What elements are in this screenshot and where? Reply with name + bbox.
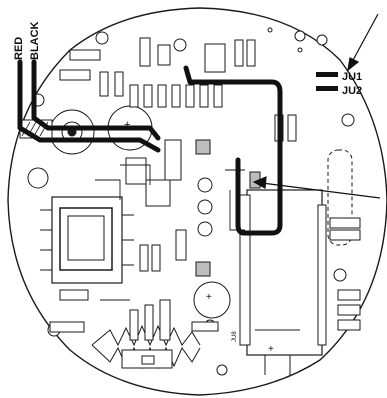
svg-text:+: + bbox=[206, 292, 212, 303]
wire-label-red: RED bbox=[13, 37, 25, 60]
large-capacitor: + bbox=[239, 189, 327, 375]
jumper-label-ju2: JU2 bbox=[342, 85, 362, 97]
wire-traces bbox=[17, 59, 283, 236]
wire-label-black: BLACK bbox=[29, 21, 41, 60]
heat-sink bbox=[91, 324, 201, 370]
pointer-arrows bbox=[252, 13, 381, 199]
dashed-outline bbox=[327, 149, 353, 246]
round-capacitor: + bbox=[27, 167, 231, 319]
jumper-symbols bbox=[316, 72, 338, 91]
transformer bbox=[40, 196, 134, 284]
ic-chips bbox=[195, 139, 261, 277]
svg-text:+: + bbox=[268, 344, 274, 355]
svg-text:+: + bbox=[124, 119, 130, 131]
jumper-label-ju1: JU1 bbox=[342, 71, 362, 83]
board-mark-label: JU8 bbox=[232, 331, 238, 342]
